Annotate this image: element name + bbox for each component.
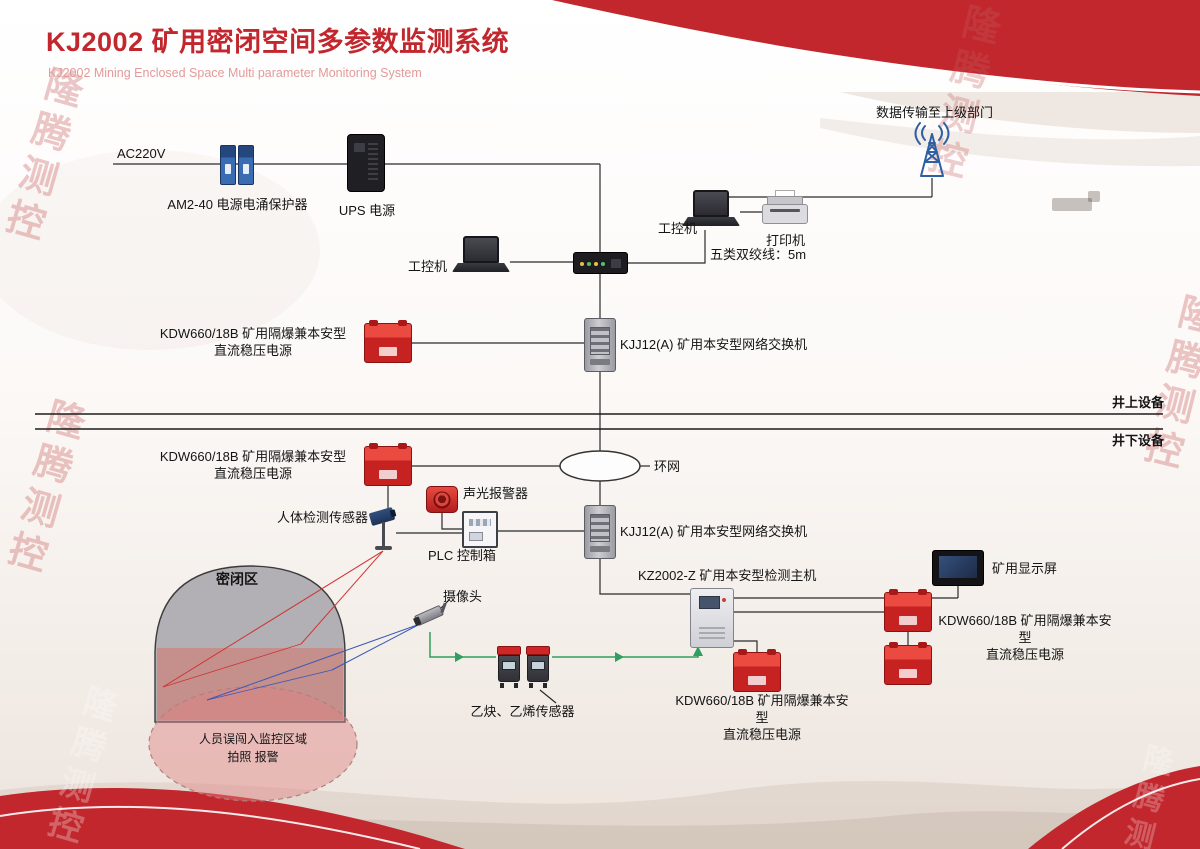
enclosed-zone-dome — [148, 565, 358, 802]
camera-device — [410, 601, 448, 629]
laptop-base — [452, 263, 510, 272]
kdw-power-right2-device — [884, 642, 932, 685]
kdw-power-bottom-device — [733, 649, 781, 692]
detection-host-label: KZ2002-Z 矿用本安型检测主机 — [638, 568, 817, 583]
kdw-mid-label: KDW660/18B 矿用隔爆兼本安型 直流稳压电源 — [153, 448, 353, 482]
green-links — [429, 632, 699, 658]
industrial-pc-left-device — [452, 236, 510, 276]
enclosed-zone-label: 密闭区 — [216, 571, 258, 587]
plc-label: PLC 控制箱 — [428, 548, 496, 563]
section-divider-lines — [35, 413, 1163, 430]
kdw-top-label-line2: 直流稳压电源 — [213, 343, 292, 358]
background-truck — [1052, 198, 1092, 211]
human-sensor-cone — [162, 550, 384, 688]
kdw-bottom-label-line2: 直流稳压电源 — [722, 727, 801, 742]
laptop-screen — [463, 236, 499, 263]
page-subtitle: KJ2002 Mining Enclosed Space Multi param… — [48, 66, 422, 80]
gas-sensor-device — [497, 646, 521, 688]
laptop-screen — [693, 190, 729, 217]
industrial-pc-top-label: 工控机 — [658, 221, 698, 236]
kdw-top-label-line1: KDW660/18B 矿用隔爆兼本安型 — [159, 326, 347, 341]
ac220v-label: AC220V — [117, 146, 166, 161]
network-switch-top-label: KJJ12(A) 矿用本安型网络交换机 — [620, 337, 808, 352]
alarm-label: 声光报警器 — [463, 486, 529, 501]
kdw-power-right1-device — [884, 589, 932, 632]
surge-module — [238, 145, 254, 185]
green-arrowheads — [455, 646, 703, 662]
page-title: KJ2002 矿用密闭空间多参数监测系统 — [46, 27, 510, 57]
alert-zone-text-line2: 拍照 报警 — [227, 750, 279, 764]
gas-sensor-label: 乙炔、乙烯传感器 — [470, 704, 575, 719]
surge-module — [220, 145, 236, 185]
black-connectors — [113, 163, 959, 704]
kdw-bottom-label-line1: KDW660/18B 矿用隔爆兼本安型 — [675, 693, 849, 725]
media-converter-device — [573, 252, 628, 274]
network-switch-top-device — [584, 318, 616, 372]
alert-zone-text-line1: 人员误闯入监控区域 — [198, 732, 307, 746]
network-switch-bottom-label: KJJ12(A) 矿用本安型网络交换机 — [620, 524, 808, 539]
detection-host-device — [690, 588, 734, 648]
gas-sensor-device — [526, 646, 550, 688]
mining-display-label: 矿用显示屏 — [992, 561, 1058, 576]
kdw-right-label-line2: 直流稳压电源 — [985, 647, 1064, 662]
uplink-label: 数据传输至上级部门 — [876, 105, 994, 120]
human-detection-sensor-device — [366, 506, 402, 552]
printer-label: 打印机 — [766, 233, 806, 248]
surge-protector-device — [220, 145, 254, 185]
kdw-mid-label-line1: KDW660/18B 矿用隔爆兼本安型 — [159, 449, 347, 464]
above-ground-label: 井上设备 — [1112, 395, 1165, 410]
ups-device — [347, 134, 385, 192]
kdw-power-top-device — [364, 320, 412, 363]
camera-label: 摄像头 — [443, 589, 483, 604]
kdw-power-mid-device — [364, 443, 412, 486]
industrial-pc-top-device — [682, 190, 740, 230]
ring-network-ellipse — [559, 450, 641, 482]
kdw-right-label-line1: KDW660/18B 矿用隔爆兼本安型 — [938, 613, 1112, 645]
surge-protector-label: AM2-40 电源电涌保护器 — [167, 197, 308, 212]
human-sensor-label: 人体检测传感器 — [277, 510, 369, 525]
sound-light-alarm-device — [426, 486, 458, 513]
camera-cone — [206, 623, 421, 701]
ring-network-label: 环网 — [654, 459, 681, 474]
kdw-top-label: KDW660/18B 矿用隔爆兼本安型 直流稳压电源 — [153, 325, 353, 359]
plc-control-box-device — [462, 511, 498, 548]
alert-zone-ellipse — [148, 686, 358, 802]
laptop-base — [682, 217, 740, 226]
mining-display-device — [932, 550, 984, 586]
printer-device — [762, 190, 808, 228]
ups-label: UPS 电源 — [338, 203, 396, 218]
antenna-tower-icon — [906, 122, 958, 180]
network-switch-bottom-device — [584, 505, 616, 559]
kdw-bottom-label: KDW660/18B 矿用隔爆兼本安型 直流稳压电源 — [672, 692, 852, 743]
industrial-pc-left-label: 工控机 — [408, 259, 448, 274]
kdw-right-label: KDW660/18B 矿用隔爆兼本安型 直流稳压电源 — [936, 612, 1114, 663]
cat5-label: 五类双绞线：5m — [710, 247, 807, 262]
underground-label: 井下设备 — [1112, 433, 1165, 448]
kdw-mid-label-line2: 直流稳压电源 — [213, 466, 292, 481]
